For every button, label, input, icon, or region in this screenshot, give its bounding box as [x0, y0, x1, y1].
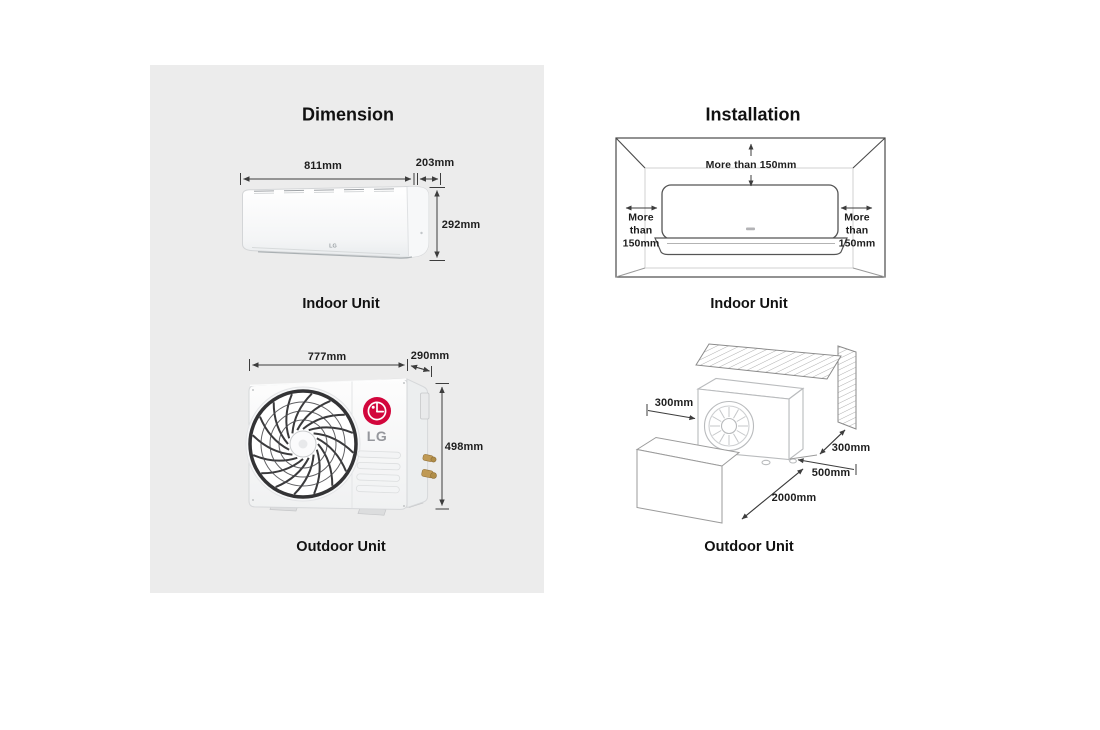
indoor-unit-side-cap — [407, 186, 429, 258]
outdoor-depth-label: 290mm — [410, 350, 450, 362]
indoor-top-clearance-label: More than 150mm — [705, 159, 797, 171]
wall-recess-outline — [615, 137, 886, 278]
wall-hatch — [837, 345, 857, 430]
outdoor-clearance-arrows — [646, 404, 857, 520]
indoor-unit-dimension-diagram: LG — [240, 173, 445, 261]
lg-logo-text: LG — [367, 428, 387, 444]
indoor-left-clearance-label: More than 150mm — [622, 211, 660, 250]
outdoor-unit-dimension-diagram: LG — [245, 359, 449, 516]
outdoor-obstacle-clearance-label: 2000mm — [771, 492, 817, 504]
indoor-dimension-lines — [240, 173, 445, 261]
lg-logo-badge — [363, 397, 391, 425]
indoor-width-label: 811mm — [304, 160, 342, 172]
mini-logo-mark — [746, 227, 755, 231]
indoor-height-label: 292mm — [441, 219, 481, 231]
outdoor-dimension-lines — [249, 359, 449, 510]
dimension-title: Dimension — [301, 104, 395, 125]
dimension-outdoor-unit-label: Outdoor Unit — [296, 539, 386, 555]
indoor-unit-logo: LG — [329, 244, 337, 250]
installed-outdoor-unit — [696, 377, 805, 466]
obstacle-block — [635, 436, 741, 524]
outdoor-side-clearance-label: 500mm — [811, 467, 851, 479]
installation-indoor-unit-label: Indoor Unit — [710, 296, 788, 312]
outdoor-installation-diagram — [635, 343, 857, 524]
roof-hatch — [695, 343, 842, 380]
top-vent-slots — [253, 188, 395, 192]
outdoor-height-label: 498mm — [444, 441, 484, 453]
outdoor-unit-body: LG — [245, 378, 437, 516]
clearance-arrows — [625, 143, 873, 211]
installation-outdoor-unit-label: Outdoor Unit — [704, 539, 794, 555]
dimension-indoor-unit-label: Indoor Unit — [302, 296, 380, 312]
indoor-unit-body: LG — [242, 185, 430, 259]
side-louvers — [355, 450, 401, 494]
outdoor-front-clearance-label: 300mm — [654, 397, 694, 409]
installed-indoor-unit — [654, 184, 848, 256]
indoor-right-clearance-label: More than 150mm — [838, 211, 876, 250]
refrigerant-valves — [421, 454, 437, 479]
fan-grille — [245, 386, 361, 502]
indoor-installation-diagram — [615, 137, 886, 278]
installation-title: Installation — [705, 104, 801, 125]
sensor-dot — [420, 231, 423, 235]
indoor-depth-label: 203mm — [415, 157, 455, 169]
outdoor-rear-clearance-label: 300mm — [831, 442, 871, 454]
outdoor-width-label: 777mm — [307, 351, 347, 363]
air-outlet-flap — [257, 251, 413, 259]
